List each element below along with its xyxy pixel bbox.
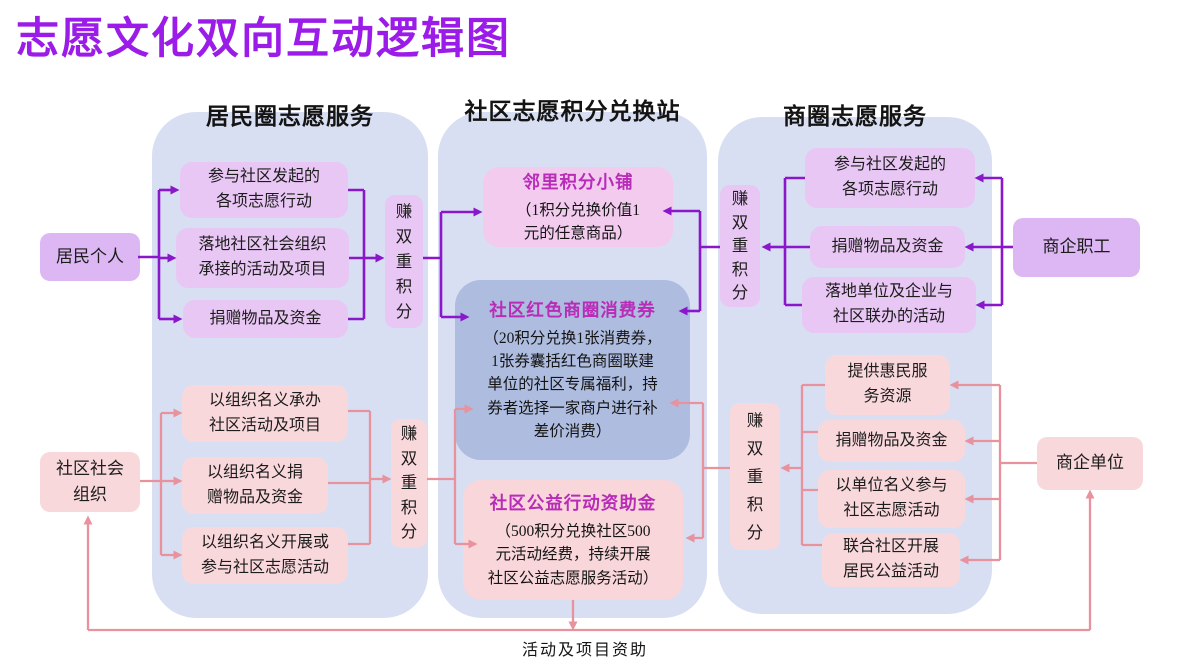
badge-label: 赚双重积分 <box>731 189 749 303</box>
node-unit-join-volunteer: 以单位名义参与 社区志愿活动 <box>818 470 965 528</box>
node-label: 捐赠物品及资金 <box>831 237 944 255</box>
node-resident-donate: 捐赠物品及资金 <box>183 300 348 338</box>
node-unit-joint-public-welfare: 联合社区开展 居民公益活动 <box>822 533 960 587</box>
neighbor-shop-title: 邻里积分小铺 <box>522 171 634 192</box>
neighbor-shop-body: （1积分兑换价值1 元的任意商品） <box>515 201 640 242</box>
node-label: 落地单位及企业与 社区联办的活动 <box>824 283 953 325</box>
node-label: 提供惠民服 务资源 <box>847 363 928 405</box>
welfare-fund-title: 社区公益行动资助金 <box>489 493 657 514</box>
header-exchange-station: 社区志愿积分兑换站 <box>464 98 681 124</box>
node-label: 捐赠物品及资金 <box>209 309 322 327</box>
node-label: 以组织名义捐 赠物品及资金 <box>206 463 303 506</box>
node-staff-join-actions: 参与社区发起的 各项志愿行动 <box>805 148 975 208</box>
node-label: 捐赠物品及资金 <box>835 431 948 449</box>
node-org-host-projects: 以组织名义承办 社区活动及项目 <box>182 385 348 442</box>
badge-earn-points-org: 赚双重积分 <box>391 419 427 548</box>
node-label: 以单位名义参与 社区志愿活动 <box>835 477 948 519</box>
node-unit-donate: 捐赠物品及资金 <box>818 420 965 462</box>
mbox-neighbor-shop: 邻里积分小铺 （1积分兑换价值1 元的任意商品） <box>483 167 673 247</box>
mbox-red-voucher: 社区红色商圈消费券 （20积分兑换1张消费券， 1张券囊括红色商圈联建 单位的社… <box>455 280 690 460</box>
badge-label: 赚双重积分 <box>746 410 764 542</box>
actor-label: 商企单位 <box>1056 453 1124 473</box>
node-label: 以组织名义承办 社区活动及项目 <box>208 391 321 434</box>
actor-business-unit: 商企单位 <box>1037 437 1143 490</box>
node-resident-landed-projects: 落地社区社会组织 承接的活动及项目 <box>176 228 349 288</box>
node-staff-donate: 捐赠物品及资金 <box>810 226 965 268</box>
actor-resident-individual: 居民个人 <box>40 233 140 281</box>
page-title: 志愿文化双向互动逻辑图 <box>16 15 511 63</box>
badge-label: 赚双重积分 <box>395 202 413 321</box>
node-org-donate: 以组织名义捐 赠物品及资金 <box>182 457 328 514</box>
actor-community-social-org: 社区社会 组织 <box>40 452 140 512</box>
badge-earn-points-unit: 赚双重积分 <box>730 403 780 550</box>
red-voucher-body: （20积分兑换1张消费券， 1张券囊括红色商圈联建 单位的社区专属福利，持 券者… <box>483 329 662 440</box>
red-voucher-title: 社区红色商圈消费券 <box>489 299 656 320</box>
node-org-carry-activities: 以组织名义开展或 参与社区志愿活动 <box>182 527 348 584</box>
header-resident-circle: 居民圈志愿服务 <box>206 103 374 129</box>
actor-label: 商企职工 <box>1042 237 1111 257</box>
welfare-fund-body: （500积分兑换社区500 元活动经费，持续开展 社区公益志愿服务活动） <box>487 523 659 587</box>
actor-label: 居民个人 <box>56 246 124 266</box>
badge-earn-points-resident: 赚双重积分 <box>385 195 423 328</box>
node-label: 落地社区社会组织 承接的活动及项目 <box>198 236 327 278</box>
node-staff-joint-activities: 落地单位及企业与 社区联办的活动 <box>802 277 976 333</box>
mbox-welfare-fund: 社区公益行动资助金 （500积分兑换社区500 元活动经费，持续开展 社区公益志… <box>463 480 683 600</box>
node-label: 以组织名义开展或 参与社区志愿活动 <box>200 533 329 576</box>
node-resident-join-actions: 参与社区发起的 各项志愿行动 <box>180 162 348 218</box>
label-activity-funding: 活动及项目资助 <box>521 642 648 659</box>
node-label: 参与社区发起的 各项志愿行动 <box>207 168 320 210</box>
actor-business-staff: 商企职工 <box>1013 218 1140 277</box>
header-business-circle: 商圈志愿服务 <box>783 103 927 129</box>
actor-label: 社区社会 组织 <box>56 458 124 504</box>
node-label: 参与社区发起的 各项志愿行动 <box>833 156 946 198</box>
node-unit-benefit-resources: 提供惠民服 务资源 <box>825 355 950 415</box>
node-label: 联合社区开展 居民公益活动 <box>842 538 939 580</box>
badge-label: 赚双重积分 <box>400 424 418 542</box>
badge-earn-points-staff: 赚双重积分 <box>720 185 760 307</box>
